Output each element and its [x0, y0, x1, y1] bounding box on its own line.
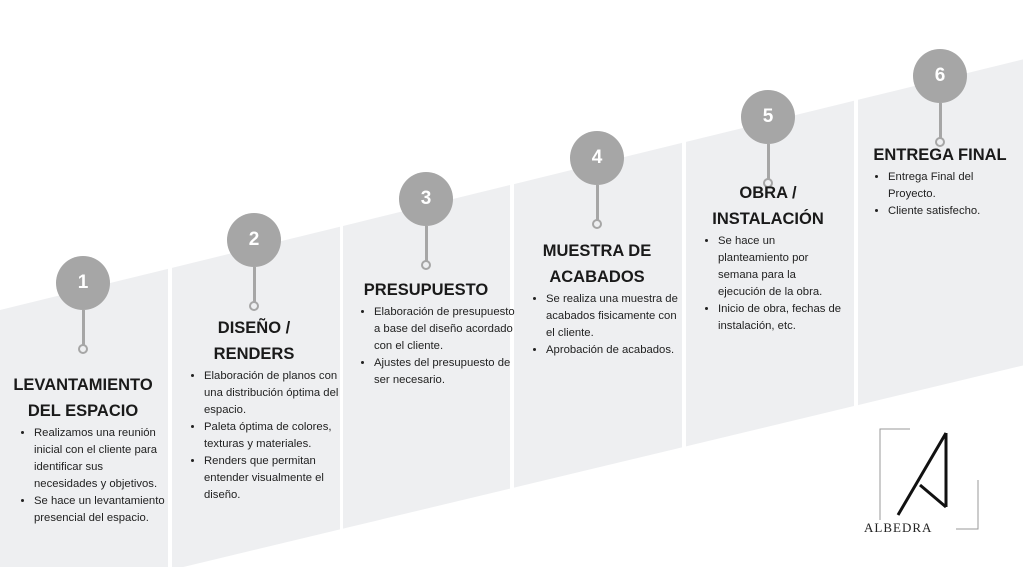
step-title: OBRA / INSTALACIÓN — [712, 180, 824, 232]
step-title-line: RENDERS — [213, 345, 295, 363]
connector-line — [81, 310, 85, 345]
step-number: 5 — [762, 106, 774, 127]
bullet-item: Entrega Final del Proyecto. — [888, 169, 1016, 203]
connector-line — [595, 185, 599, 220]
step-title-line: LEVANTAMIENTO — [13, 376, 153, 394]
step-number-circle: 6 — [913, 49, 967, 103]
step-title: MUESTRA DE ACABADOS — [543, 238, 651, 290]
step-number: 2 — [248, 229, 260, 250]
step-number-circle: 5 — [741, 90, 795, 144]
step-title-line: PRESUPUESTO — [363, 281, 489, 299]
bullet-item: Aprobación de acabados. — [546, 342, 686, 359]
step-title: LEVANTAMIENTO DEL ESPACIO — [13, 372, 152, 424]
connector-line — [424, 226, 428, 261]
step-title: ENTREGA FINAL — [873, 142, 1006, 168]
step-title: PRESUPUESTO — [364, 277, 488, 303]
step-title-line: ACABADOS — [549, 268, 645, 286]
step-panel — [514, 142, 682, 488]
step-title-line: OBRA / — [739, 184, 797, 202]
step-bullets: Elaboración de planos con una distribuci… — [188, 368, 346, 504]
step-number: 3 — [420, 188, 432, 209]
step-number-circle: 2 — [227, 213, 281, 267]
step-panel — [858, 59, 1023, 406]
step-panel — [0, 268, 168, 567]
step-number-circle: 1 — [56, 256, 110, 310]
step-title-line: DEL ESPACIO — [27, 402, 139, 420]
step-bullets: Realizamos una reunión inicial con el cl… — [18, 425, 166, 527]
step-number: 4 — [591, 147, 603, 168]
bullet-item: Cliente satisfecho. — [888, 203, 1016, 220]
connector-dot — [592, 219, 602, 229]
step-title-line: MUESTRA DE — [542, 242, 652, 260]
step-number-circle: 3 — [399, 172, 453, 226]
step-bullets: Se realiza una muestra de acabados fisic… — [530, 291, 686, 359]
connector-dot — [249, 301, 259, 311]
step-bullets: Entrega Final del Proyecto.Cliente satis… — [872, 169, 1016, 220]
connector-line — [252, 267, 256, 302]
step-bullets: Se hace un planteamiento por semana para… — [702, 233, 846, 335]
bullet-item: Paleta óptima de colores, texturas y mat… — [204, 419, 346, 453]
bullet-item: Elaboración de planos con una distribuci… — [204, 368, 346, 419]
bullet-item: Ajustes del presupuesto de ser necesario… — [374, 355, 516, 389]
step-panel — [172, 226, 340, 567]
bullet-item: Elaboración de presupuesto a base del di… — [374, 304, 516, 355]
step-bullets: Elaboración de presupuesto a base del di… — [358, 304, 516, 389]
bullet-item: Renders que permitan entender visualment… — [204, 453, 346, 504]
connector-dot — [78, 344, 88, 354]
bullet-item: Realizamos una reunión inicial con el cl… — [34, 425, 166, 493]
bullet-item: Inicio de obra, fechas de instalación, e… — [718, 301, 846, 335]
albedra-logo — [879, 428, 979, 530]
step-title-line: DISEÑO / — [217, 319, 291, 337]
step-title-line: INSTALACIÓN — [712, 210, 824, 228]
bullet-item: Se realiza una muestra de acabados fisic… — [546, 291, 686, 342]
step-panel — [343, 185, 510, 529]
bullet-item: Se hace un levantamiento presencial del … — [34, 493, 166, 527]
bullet-item: Se hace un planteamiento por semana para… — [718, 233, 846, 301]
connector-line — [938, 103, 942, 138]
connector-dot — [421, 260, 431, 270]
step-title-line: ENTREGA FINAL — [873, 146, 1007, 164]
step-title: DISEÑO / RENDERS — [214, 315, 295, 367]
connector-dot — [935, 137, 945, 147]
logo-text: ALBEDRA — [864, 520, 933, 535]
step-number: 6 — [934, 65, 946, 86]
step-panel — [686, 100, 854, 447]
connector-dot — [763, 178, 773, 188]
step-number: 1 — [77, 272, 89, 293]
connector-line — [766, 144, 770, 179]
step-number-circle: 4 — [570, 131, 624, 185]
